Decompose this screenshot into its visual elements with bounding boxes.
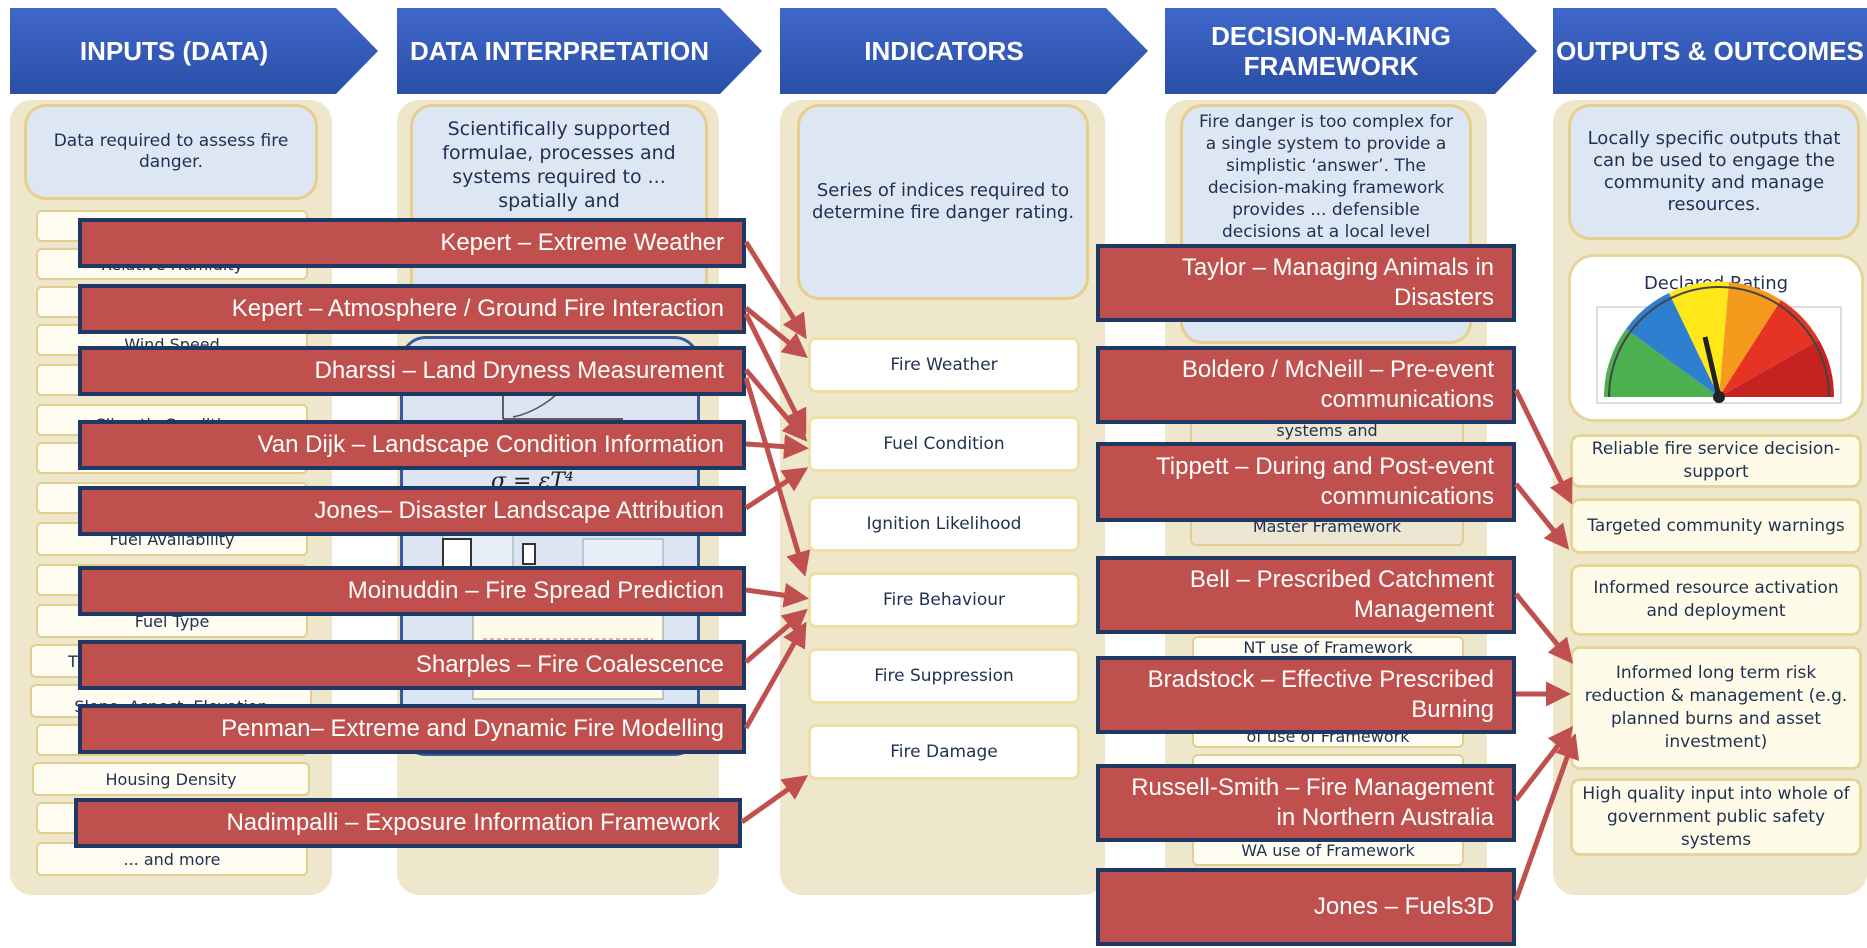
arrow xyxy=(740,775,809,825)
header-indicators: INDICATORS xyxy=(780,8,1148,94)
header-inputs: INPUTS (DATA) xyxy=(10,8,378,94)
project-nadimpalli-exposure: Nadimpalli – Exposure Information Framew… xyxy=(74,798,742,848)
project-bell: Bell – Prescribed Catchment Management xyxy=(1096,556,1516,634)
project-sharples-coalescence: Sharples – Fire Coalescence xyxy=(78,640,746,690)
header-outputs: OUTPUTS & OUTCOMES xyxy=(1553,8,1867,94)
arrow xyxy=(1513,733,1580,901)
output-item: Reliable fire service decision-support xyxy=(1570,434,1862,488)
interpretation-description: Scientifically supported formulae, proce… xyxy=(410,104,708,304)
project-tippett: Tippett – During and Post-event communic… xyxy=(1096,442,1516,522)
indicator-fire-behaviour: Fire Behaviour xyxy=(808,572,1080,628)
project-jones-disaster-landscape: Jones– Disaster Landscape Attribution xyxy=(78,486,746,536)
indicator-fire-damage: Fire Damage xyxy=(808,724,1080,780)
indicator-fire-suppression: Fire Suppression xyxy=(808,648,1080,704)
arrow xyxy=(1514,592,1574,664)
project-dharssi-land-dryness: Dharssi – Land Dryness Measurement xyxy=(78,346,746,396)
arrow xyxy=(1514,482,1570,550)
arrow xyxy=(1513,388,1573,505)
project-jones-fuels3d: Jones – Fuels3D xyxy=(1096,868,1516,946)
inputs-description: Data required to assess fire danger. xyxy=(24,104,318,200)
arrow xyxy=(743,621,807,730)
declared-rating-panel: Declared Rating xyxy=(1568,254,1864,422)
project-penman-fire-modelling: Penman– Extreme and Dynamic Fire Modelli… xyxy=(78,704,746,754)
indicator-fuel-condition: Fuel Condition xyxy=(808,416,1080,472)
project-van-dijk-landscape: Van Dijk – Landscape Condition Informati… xyxy=(78,420,746,470)
project-bradstock: Bradstock – Effective Prescribed Burning xyxy=(1096,656,1516,734)
outputs-description: Locally specific outputs that can be use… xyxy=(1568,104,1860,240)
indicators-description: Series of indices required to determine … xyxy=(797,104,1089,300)
arrow xyxy=(744,608,808,664)
project-taylor-animals: Taylor – Managing Animals in Disasters xyxy=(1096,244,1516,322)
fire-danger-gauge-icon xyxy=(1596,281,1842,404)
arrow xyxy=(743,312,807,435)
arrow xyxy=(745,434,809,460)
arrow xyxy=(744,306,808,359)
indicator-fire-weather: Fire Weather xyxy=(808,337,1080,393)
project-kepert-extreme-weather: Kepert – Extreme Weather xyxy=(78,218,746,268)
project-boldero-mcneill: Boldero / McNeill – Pre-event communicat… xyxy=(1096,346,1516,424)
arrow xyxy=(745,582,809,608)
arrow xyxy=(744,467,809,511)
project-kepert-atmosphere: Kepert – Atmosphere / Ground Fire Intera… xyxy=(78,284,746,334)
arrow xyxy=(743,377,811,577)
arrow xyxy=(744,368,808,442)
project-moinuddin-fire-spread: Moinuddin – Fire Spread Prediction xyxy=(78,566,746,616)
output-item: Informed resource activation and deploym… xyxy=(1570,564,1862,636)
output-item: Targeted community warnings xyxy=(1570,498,1862,554)
indicator-ignition-likelihood: Ignition Likelihood xyxy=(808,496,1080,552)
header-interpretation: DATA INTERPRETATION xyxy=(397,8,762,94)
output-item: Informed long term risk reduction & mana… xyxy=(1570,646,1862,770)
header-framework: DECISION-MAKING FRAMEWORK xyxy=(1165,8,1537,94)
arrow xyxy=(743,240,807,340)
project-russell-smith: Russell-Smith – Fire Management in North… xyxy=(1096,764,1516,842)
input-item: Housing Density xyxy=(32,762,310,796)
output-item: High quality input into whole of governm… xyxy=(1570,778,1862,856)
